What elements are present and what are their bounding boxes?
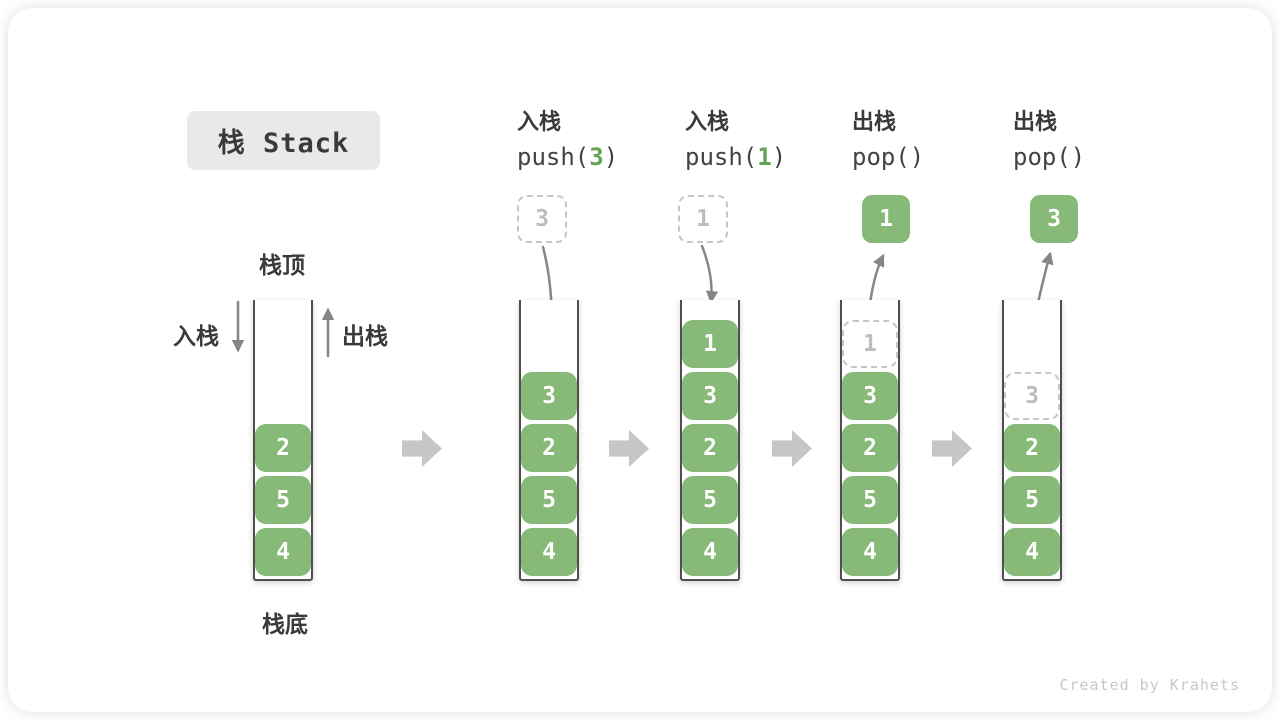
stack-element: 4	[682, 528, 738, 576]
watermark: Created by Krahets	[1059, 676, 1240, 694]
title-box: 栈 Stack	[187, 111, 380, 170]
stack-element: 5	[842, 476, 898, 524]
stack-after-push-1: 1 3 2 5 4	[680, 300, 740, 581]
popped-element-3: 3	[1030, 195, 1078, 243]
stack-element: 3	[842, 372, 898, 420]
stack-element: 2	[682, 424, 738, 472]
ghost-element: 1	[842, 320, 898, 368]
push-1-arrow-icon	[700, 244, 719, 304]
stack-element: 4	[842, 528, 898, 576]
stack-element: 5	[521, 476, 577, 524]
stack-element: 4	[521, 528, 577, 576]
stack-element: 4	[1004, 528, 1060, 576]
incoming-element-1: 1	[678, 195, 728, 243]
title-text: 栈 Stack	[217, 128, 350, 159]
op-code: push(1)	[685, 143, 787, 171]
stack-after-pop-3: 3 2 5 4	[1002, 300, 1062, 581]
op-arg: 1	[757, 143, 772, 171]
op-label-push-1: 入栈 push(1)	[685, 104, 786, 171]
stack-element: 1	[682, 320, 738, 368]
op-label-pop-second: 出栈 pop()	[1013, 104, 1085, 171]
ghost-element: 3	[1004, 372, 1060, 420]
stack-element: 2	[842, 424, 898, 472]
op-name: 入栈	[517, 109, 562, 134]
op-label-pop-first: 出栈 pop()	[852, 104, 924, 171]
op-code: pop()	[852, 143, 925, 171]
transition-arrow-icon	[772, 430, 812, 467]
pop-legend-label: 出栈	[342, 323, 388, 349]
diagram-canvas: 栈 Stack 入栈 push(3) 入栈 push(1) 出栈 pop() 出…	[8, 8, 1272, 712]
transition-arrow-icon	[932, 430, 972, 467]
stack-bottom-label: 栈底	[262, 611, 308, 637]
stack-element: 3	[521, 372, 577, 420]
op-code: push(3)	[517, 143, 619, 171]
transition-arrow-icon	[609, 430, 649, 467]
push-legend-label: 入栈	[173, 323, 219, 349]
stack-element: 4	[255, 528, 311, 576]
op-name: 出栈	[852, 109, 897, 134]
transition-arrow-icon	[402, 430, 442, 467]
stack-element: 2	[255, 424, 311, 472]
op-code: pop()	[1013, 143, 1086, 171]
popped-element-1: 1	[862, 195, 910, 243]
stack-element: 2	[1004, 424, 1060, 472]
stack-after-push-3: 3 2 5 4	[519, 300, 579, 581]
stack-element: 5	[255, 476, 311, 524]
stack-after-pop-1: 1 3 2 5 4	[840, 300, 900, 581]
stack-element: 2	[521, 424, 577, 472]
incoming-element-3: 3	[517, 195, 567, 243]
stack-top-label: 栈顶	[259, 252, 305, 278]
op-name: 出栈	[1013, 109, 1058, 134]
stack-element: 3	[682, 372, 738, 420]
op-arg: 3	[589, 143, 604, 171]
op-label-push-3: 入栈 push(3)	[517, 104, 618, 171]
stack-element: 5	[682, 476, 738, 524]
op-name: 入栈	[685, 109, 730, 134]
stack-initial: 2 5 4	[253, 300, 313, 581]
stack-element: 5	[1004, 476, 1060, 524]
